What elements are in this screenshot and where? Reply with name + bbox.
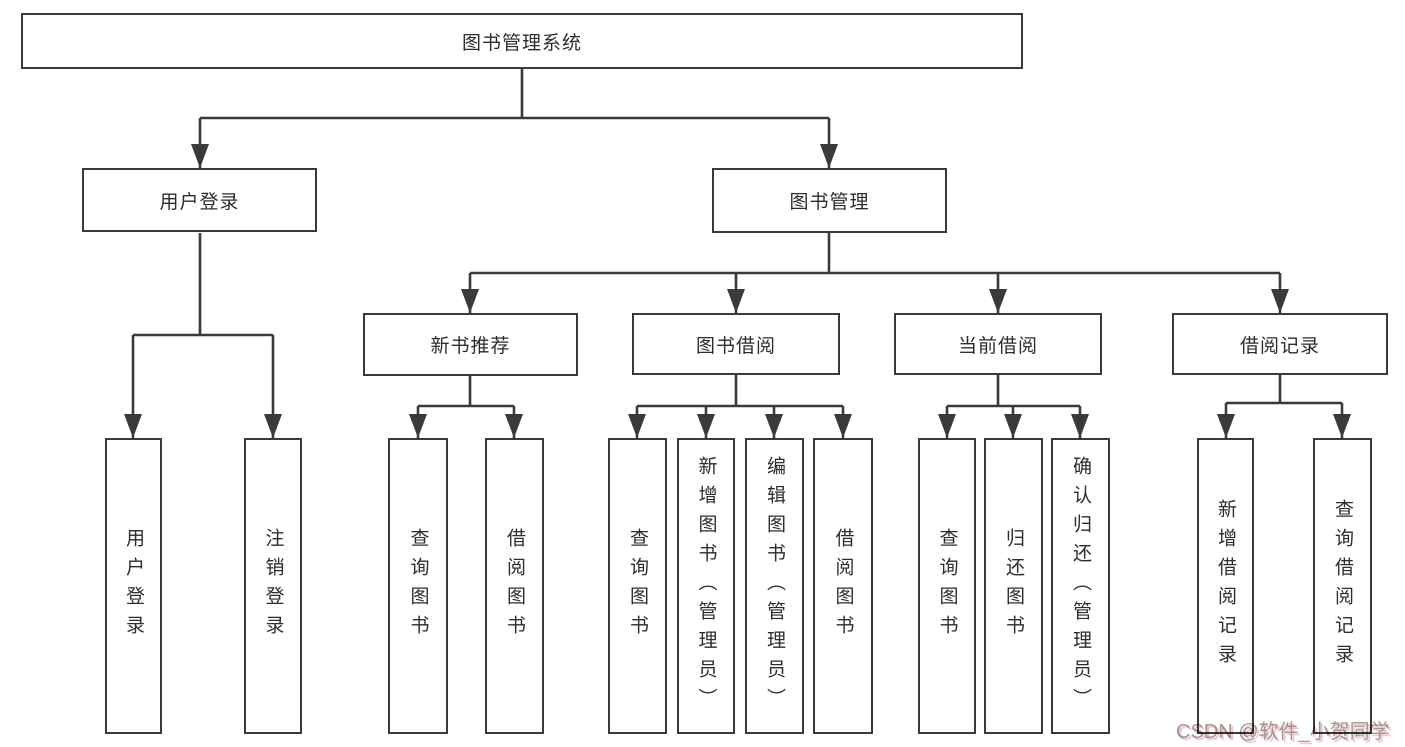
leaf-add-books-admin: 新增图书（管理员）: [677, 438, 735, 734]
leaf-label: 编辑图书（管理员）: [764, 455, 785, 717]
arrow-down-icon: [1071, 414, 1089, 438]
leaf-label: 查询图书: [627, 528, 648, 644]
leaf-label: 借阅图书: [504, 528, 525, 644]
csdn-watermark: CSDN @软件_小贺同学: [1176, 721, 1390, 743]
node-label: 新书推荐: [430, 336, 511, 357]
arrow-down-icon: [1271, 289, 1289, 313]
leaf-label: 确认归还（管理员）: [1070, 455, 1091, 717]
arrow-down-icon: [989, 289, 1007, 313]
node-new-book-recommend: 新书推荐: [363, 313, 578, 376]
leaf-user-login: 用户登录: [105, 438, 162, 734]
arrow-down-icon: [264, 414, 282, 438]
node-root-title: 图书管理系统: [21, 13, 1023, 69]
leaf-label: 注销登录: [262, 528, 284, 644]
leaf-label: 查询借阅记录: [1332, 499, 1353, 673]
arrow-down-icon: [938, 414, 956, 438]
arrow-down-icon: [191, 144, 209, 168]
book-borrow-branch-line: [635, 375, 845, 438]
leaf-logout: 注销登录: [244, 438, 302, 734]
arrow-down-icon: [505, 414, 523, 438]
node-label: 用户登录: [159, 191, 240, 213]
leaf-borrow-books: 借阅图书: [485, 438, 544, 734]
leaf-edit-books-admin: 编辑图书（管理员）: [745, 438, 804, 734]
arrow-down-icon: [1004, 414, 1022, 438]
arrowheads: [124, 144, 1351, 438]
arrow-down-icon: [727, 289, 745, 313]
leaf-label: 归还图书: [1003, 528, 1024, 644]
arrow-down-icon: [1217, 414, 1235, 438]
node-label: 图书管理: [789, 192, 870, 213]
leaf-label: 新增图书（管理员）: [695, 455, 717, 717]
leaf-query-borrow-record: 查询借阅记录: [1313, 438, 1372, 734]
leaf-return-books: 归还图书: [984, 438, 1043, 734]
node-label: 图书借阅: [695, 335, 776, 357]
arrow-down-icon: [820, 144, 838, 168]
new-books-branch-line: [416, 376, 516, 438]
arrow-down-icon: [697, 414, 715, 438]
node-book-management: 图书管理: [712, 168, 947, 233]
node-book-borrowing: 图书借阅: [632, 313, 840, 375]
leaf-label: 新增借阅记录: [1215, 499, 1236, 673]
book-mgmt-branch-line: [468, 233, 1282, 313]
leaf-label: 借阅图书: [832, 528, 854, 644]
leaf-label: 查询图书: [407, 528, 429, 644]
arrow-down-icon: [1333, 414, 1351, 438]
leaf-confirm-return-admin: 确认归还（管理员）: [1051, 438, 1110, 734]
arrow-down-icon: [628, 414, 646, 438]
arrow-down-icon: [124, 414, 142, 438]
leaf-label: 用户登录: [123, 528, 144, 644]
leaf-label: 查询图书: [936, 528, 958, 644]
node-user-login: 用户登录: [82, 168, 317, 232]
leaf-borrow-books: 借阅图书: [813, 438, 873, 734]
leaf-query-books: 查询图书: [918, 438, 976, 734]
node-label: 当前借阅: [957, 335, 1038, 357]
borrow-records-branch-line: [1224, 375, 1344, 438]
root-branch-line: [198, 69, 831, 168]
arrow-down-icon: [461, 289, 479, 313]
node-label: 图书管理系统: [461, 32, 582, 54]
user-login-branch-line: [131, 233, 275, 438]
arrow-down-icon: [765, 414, 783, 438]
node-borrowing-records: 借阅记录: [1172, 313, 1388, 375]
arrow-down-icon: [409, 414, 427, 438]
node-current-borrowing: 当前借阅: [894, 313, 1102, 375]
leaf-query-books: 查询图书: [608, 438, 667, 734]
leaf-add-borrow-record: 新增借阅记录: [1197, 438, 1254, 734]
arrow-down-icon: [834, 414, 852, 438]
leaf-query-books: 查询图书: [388, 438, 448, 734]
node-label: 借阅记录: [1239, 335, 1320, 357]
